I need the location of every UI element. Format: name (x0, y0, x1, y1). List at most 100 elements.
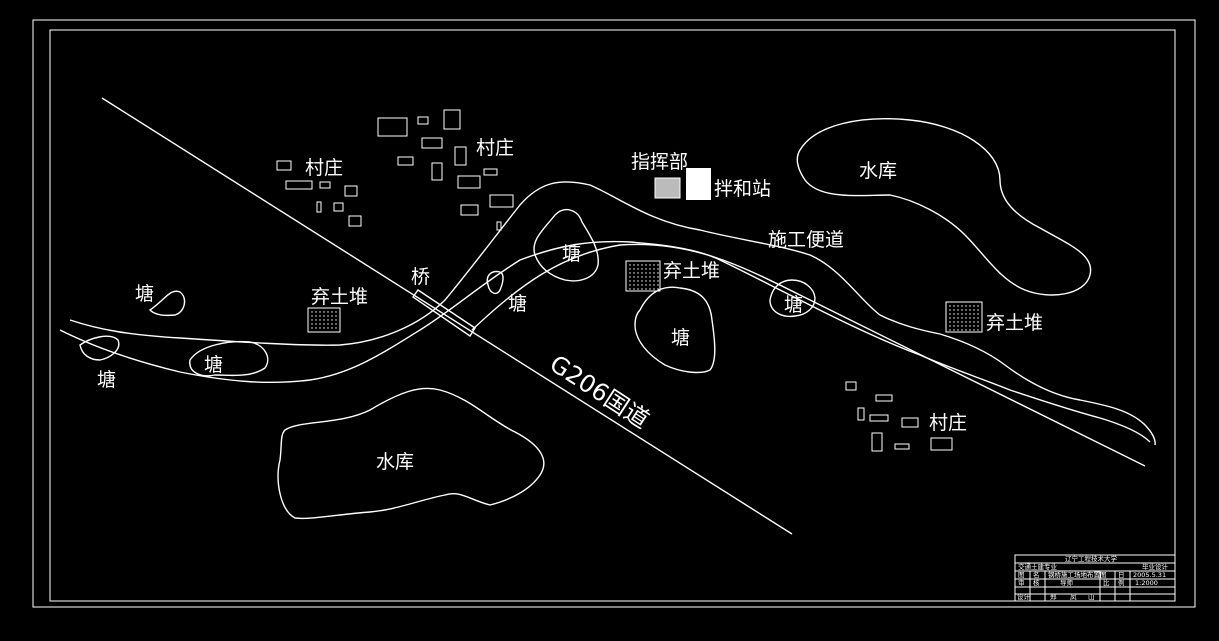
spoil-dot (629, 280, 631, 282)
spoil-dot (641, 284, 643, 286)
spoil-dot (641, 288, 643, 290)
spoil-dot (323, 311, 325, 313)
spoil-dot (323, 319, 325, 321)
title-block: 辽宁工程技术大学 交通土建专业 毕业设计 图 名 钢桥施工场地布置图 日 200… (1014, 554, 1176, 602)
spoil-dot (969, 321, 971, 323)
river-upper-bank (69, 181, 1156, 446)
spoil-dot (645, 268, 647, 270)
spoil-dot (629, 276, 631, 278)
access-road-label: 施工便道 (768, 229, 844, 251)
pond-1-label: 塘 (135, 283, 154, 305)
spoil-dot (653, 280, 655, 282)
spoil-dot (319, 327, 321, 329)
title-doc-type: 毕业设计 (1142, 562, 1169, 571)
spoil-dot (315, 315, 317, 317)
bridge (412, 289, 476, 337)
spoil-dot (315, 319, 317, 321)
spoil-dot (311, 323, 313, 325)
spoil-dot (645, 284, 647, 286)
pond-6-label: 塘 (671, 327, 690, 349)
reservoir-south (277, 387, 545, 520)
spoil-dot (629, 284, 631, 286)
spoil-dot (657, 280, 659, 282)
spoil-dot (335, 323, 337, 325)
spoil-dot (649, 268, 651, 270)
title-r2-f: 例 (1118, 578, 1125, 587)
spoil-dot (653, 276, 655, 278)
spoil-dot (653, 268, 655, 270)
title-r3-d: 凤 (1070, 593, 1077, 601)
spoil-dot (645, 264, 647, 266)
spoil-dot (633, 272, 635, 274)
spoil-dot (637, 268, 639, 270)
title-r2-a: 审 (1018, 578, 1025, 587)
title-scale: 1:2000 (1135, 579, 1158, 587)
spoil-dot (961, 321, 963, 323)
spoil-dot (953, 317, 955, 319)
spoil-dot (957, 321, 959, 323)
pond-east (769, 279, 816, 318)
spoil-pile-east (945, 301, 983, 333)
pond-5-label: 塘 (562, 243, 581, 265)
spoil-dot (977, 321, 979, 323)
hq-building (654, 177, 681, 199)
spoil-dot (957, 305, 959, 307)
spoil-dot (949, 325, 951, 327)
spoil-dot (641, 268, 643, 270)
east-road-line (471, 243, 1146, 467)
spoil-dot (973, 313, 975, 315)
spoil-dot (965, 325, 967, 327)
spoil-dot (629, 272, 631, 274)
spoil-dot (969, 329, 971, 331)
pond-2-label: 塘 (97, 369, 116, 391)
spoil-dot (649, 272, 651, 274)
title-r3-e: 山 (1088, 592, 1095, 601)
river-lower-bank (59, 240, 1151, 443)
spoil-dot (965, 313, 967, 315)
title-r1-a: 图 (1018, 571, 1025, 579)
title-r2-c: 导师 (1060, 578, 1074, 587)
pond-4-label: 塘 (508, 293, 527, 315)
spoil-dot (629, 268, 631, 270)
spoil-dot (319, 319, 321, 321)
title-date: 2005.5.31 (1133, 571, 1166, 579)
spoil-dot (965, 329, 967, 331)
title-school: 辽宁工程技术大学 (1065, 554, 1118, 563)
spoil-dot (977, 309, 979, 311)
spoil-dot (633, 264, 635, 266)
highway-label: G206国道 (545, 350, 655, 435)
bridge-label: 桥 (411, 266, 430, 288)
spoil-dot (969, 305, 971, 307)
spoil-dot (319, 323, 321, 325)
spoil-dot (331, 319, 333, 321)
spoil-dot (977, 305, 979, 307)
inner-frame (49, 29, 1176, 602)
spoil-dot (319, 315, 321, 317)
spoil-dot (657, 288, 659, 290)
pond-west (189, 340, 269, 377)
spoil-dot (637, 288, 639, 290)
spoil-dot (657, 284, 659, 286)
spoil-dot (957, 309, 959, 311)
spoil-dot (327, 311, 329, 313)
hq-label: 指挥部 (631, 151, 688, 173)
reservoir-ne (796, 118, 1092, 296)
spoil-dot (657, 272, 659, 274)
pond-far-west (79, 335, 120, 361)
spoil-dot (641, 280, 643, 282)
spoil-dot (949, 305, 951, 307)
spoil-dot (969, 317, 971, 319)
spoil-dot (953, 305, 955, 307)
spoil-dot (977, 329, 979, 331)
spoil-dot (335, 327, 337, 329)
spoil-dot (957, 313, 959, 315)
spoil-dot (965, 321, 967, 323)
spoil-dot (949, 321, 951, 323)
spoil-dot (331, 315, 333, 317)
spoil-dot (653, 288, 655, 290)
village-2-label: 村庄 (476, 137, 514, 159)
reservoir-south-label: 水库 (376, 451, 414, 473)
spoil-dot (965, 317, 967, 319)
spoil-dot (657, 268, 659, 270)
